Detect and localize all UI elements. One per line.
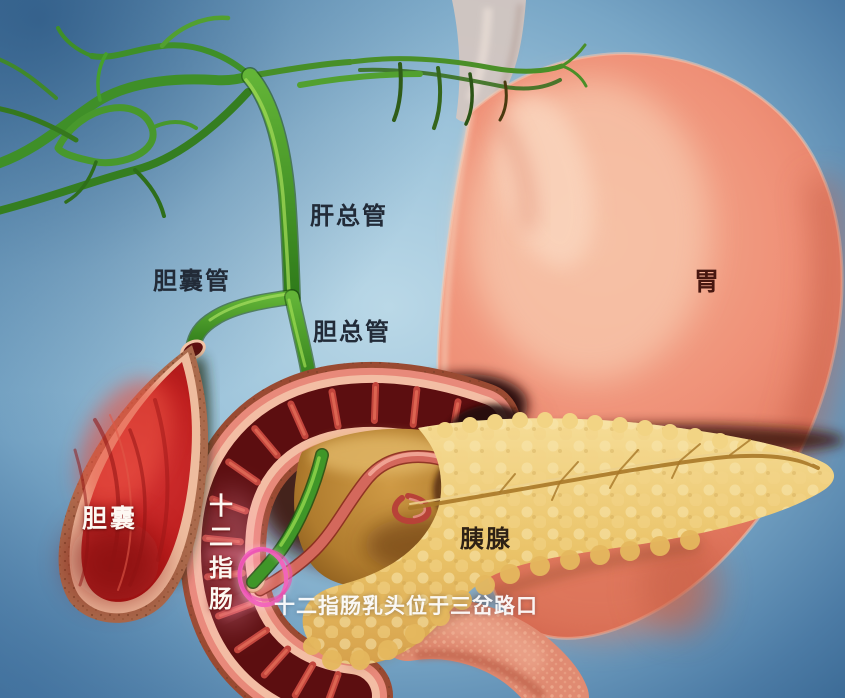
papilla-annotation-circle bbox=[235, 545, 293, 609]
pancreas-body bbox=[302, 412, 835, 670]
pancreatic-duct-line bbox=[408, 439, 820, 510]
hepatic-duct-tree bbox=[0, 15, 588, 218]
gallbladder-shape bbox=[58, 345, 210, 623]
common-bile-duct-lower bbox=[246, 448, 329, 589]
